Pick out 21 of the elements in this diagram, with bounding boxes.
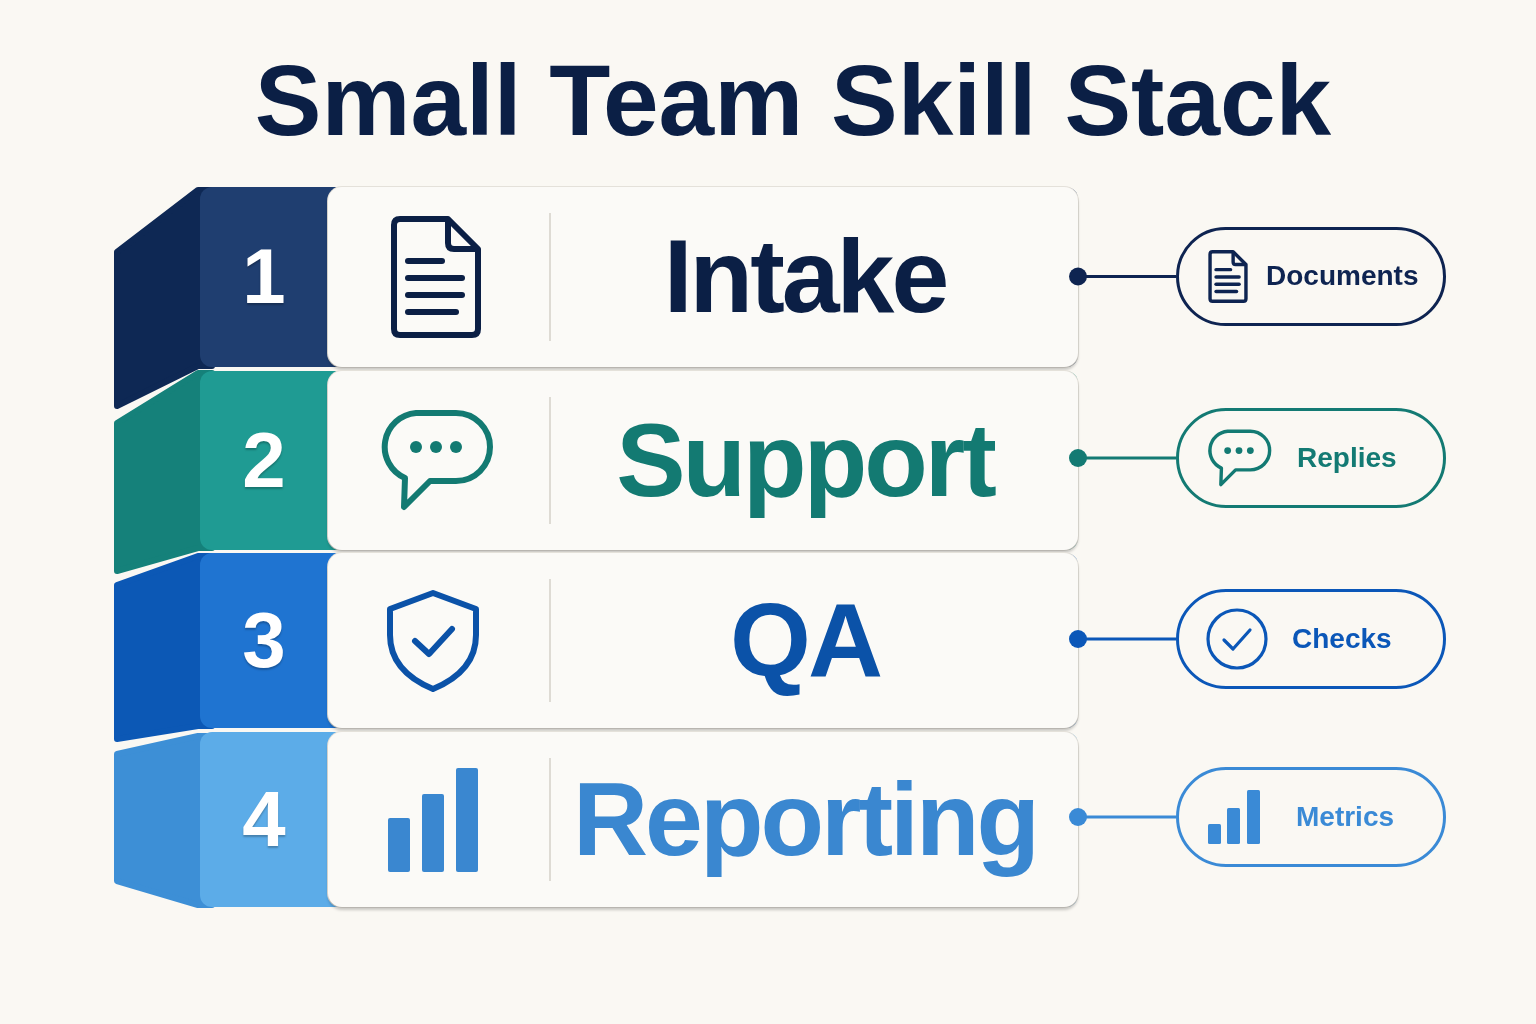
tag-label: Checks — [1292, 622, 1392, 656]
tag-pill — [1176, 767, 1446, 867]
connector-line — [1069, 630, 1176, 648]
layer-title: Support — [616, 400, 994, 520]
layer-title: QA — [730, 580, 880, 700]
step-number: 2 — [242, 417, 286, 504]
tag-label: Documents — [1266, 260, 1419, 293]
diagram-title: Small Team Skill Stack — [253, 43, 1333, 158]
tag-pill — [1176, 227, 1446, 326]
tag-pill — [1176, 408, 1446, 508]
step-number: 3 — [242, 597, 286, 684]
connector-line — [1069, 808, 1176, 826]
tag-label: Metrics — [1296, 800, 1395, 834]
step-number: 1 — [242, 234, 286, 320]
layer-title: Reporting — [572, 759, 1038, 879]
connector-line — [1069, 267, 1176, 286]
layer-title: Intake — [663, 217, 947, 337]
tag-pill — [1176, 589, 1446, 689]
tag-label: Replies — [1297, 441, 1397, 475]
step-number: 4 — [242, 776, 286, 863]
connector-line — [1069, 449, 1176, 467]
